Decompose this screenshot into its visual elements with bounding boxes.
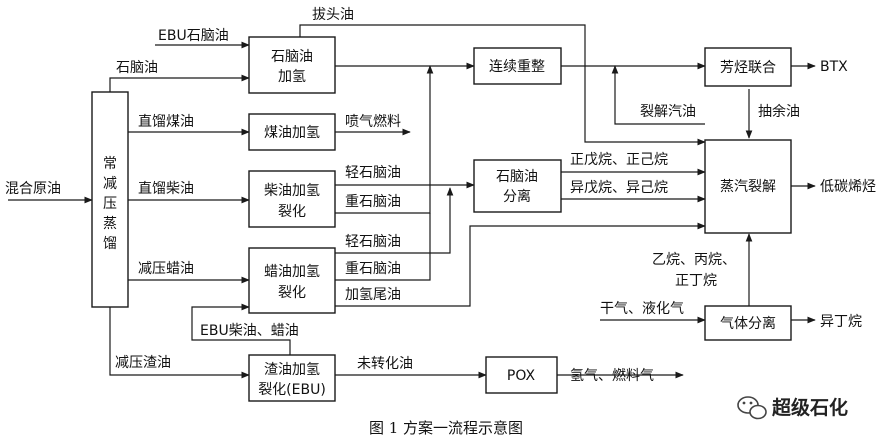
light-ends-line (299, 24, 706, 146)
naphtha-hydro-label-2: 加氢 (278, 69, 306, 85)
heavy-naphtha-2-label: 重石脑油 (345, 261, 401, 277)
btx-label: BTX (820, 59, 848, 75)
isobutane-label: 异丁烷 (820, 314, 862, 330)
sr-diesel-label: 直馏柴油 (138, 180, 194, 197)
c2-c4-label-2: 正丁烷 (675, 273, 717, 289)
figure-caption: 图 1 方案一流程示意图 (369, 419, 523, 437)
jet-fuel-label: 喷气燃料 (345, 113, 401, 130)
diesel-hc-unit (248, 170, 336, 228)
wax-hc-label-1: 蜡油加氢 (264, 264, 320, 280)
diesel-hc-label-2: 裂化 (278, 204, 306, 220)
cracked-gasoline-line (611, 65, 705, 125)
hc-tail-label: 加氢尾油 (345, 287, 401, 303)
naphtha-label: 石脑油 (116, 60, 158, 76)
iso-alkanes-label: 异戊烷、异己烷 (570, 180, 668, 196)
aromatics-unit (704, 47, 792, 87)
distillation-unit (91, 91, 129, 308)
naphtha-sep-label-2: 分离 (503, 188, 531, 205)
residue-hc-unit (248, 354, 336, 402)
light-ends-label: 拔头油 (312, 7, 354, 23)
gas-separation-label: 气体分离 (720, 315, 776, 332)
pox-unit (485, 356, 558, 394)
steam-cracking-unit (704, 139, 792, 234)
naphtha-separation-unit (473, 159, 562, 213)
c2-c4-label-1: 乙烷、丙烷、 (652, 252, 736, 268)
naphtha-hydro-label-1: 石脑油 (271, 49, 313, 65)
wax-hc-label-2: 裂化 (278, 285, 306, 301)
naphtha-line (109, 74, 250, 92)
aromatics-label: 芳烃联合 (720, 59, 776, 76)
h2-fuel-gas-label: 氢气、燃料气 (570, 367, 654, 384)
vac-residue-label: 减压渣油 (115, 355, 171, 371)
watermark-text: 超级石化 (771, 396, 848, 419)
ebu-naphtha-label: EBU石脑油 (158, 28, 229, 44)
sr-kerosene-label: 直馏煤油 (138, 113, 194, 130)
distillation-char-3: 压 (103, 196, 117, 212)
residue-hc-label-2: 裂化(EBU) (258, 382, 326, 398)
distillation-char-2: 减 (103, 176, 117, 192)
reforming-label: 连续重整 (489, 58, 545, 75)
low-olefins-label: 低碳烯烃 (820, 179, 876, 195)
light-naphtha-2-label: 轻石脑油 (345, 234, 401, 250)
steam-cracking-label: 蒸汽裂解 (720, 179, 776, 195)
wax-hc-unit (248, 247, 336, 314)
vgo-label: 减压蜡油 (138, 261, 194, 277)
distillation-char-4: 蒸 (103, 216, 117, 232)
hc-tail-line (335, 222, 706, 307)
heavy-naphtha-2-line (335, 213, 431, 281)
vac-residue-line (109, 307, 250, 379)
wechat-icon (737, 396, 767, 420)
crude-feed-label: 混合原油 (5, 181, 61, 197)
heavy-naphtha-1-line (335, 65, 434, 214)
naphtha-hydro-unit (248, 36, 336, 94)
residue-hc-label-1: 渣油加氢 (264, 362, 320, 378)
heavy-naphtha-1-label: 重石脑油 (345, 194, 401, 210)
kerosene-hydro-label: 煤油加氢 (264, 125, 320, 141)
unconverted-label: 未转化油 (357, 356, 413, 372)
light-naphtha-1-label: 轻石脑油 (345, 165, 401, 181)
ebu-diesel-wax-label: EBU柴油、蜡油 (200, 323, 299, 339)
reforming-unit (473, 47, 562, 85)
ebu-recycle-line (191, 303, 291, 355)
dry-gas-lpg-label: 干气、液化气 (600, 301, 684, 317)
n-alkanes-label: 正戊烷、正己烷 (570, 152, 668, 168)
pox-label: POX (507, 368, 536, 384)
diesel-hc-label-1: 柴油加氢 (264, 183, 320, 199)
distillation-char-1: 常 (103, 156, 117, 172)
distillation-char-5: 馏 (103, 236, 117, 252)
raffinate-label: 抽余油 (758, 103, 800, 120)
distillation-label: 常 减 压 蒸 馏 (103, 156, 117, 252)
kerosene-hydro-unit (248, 113, 336, 151)
naphtha-sep-label-1: 石脑油 (496, 169, 538, 185)
gas-separation-unit (704, 305, 792, 341)
light-naphtha-2-line (335, 187, 454, 254)
cracked-gasoline-label: 裂解汽油 (640, 104, 696, 120)
